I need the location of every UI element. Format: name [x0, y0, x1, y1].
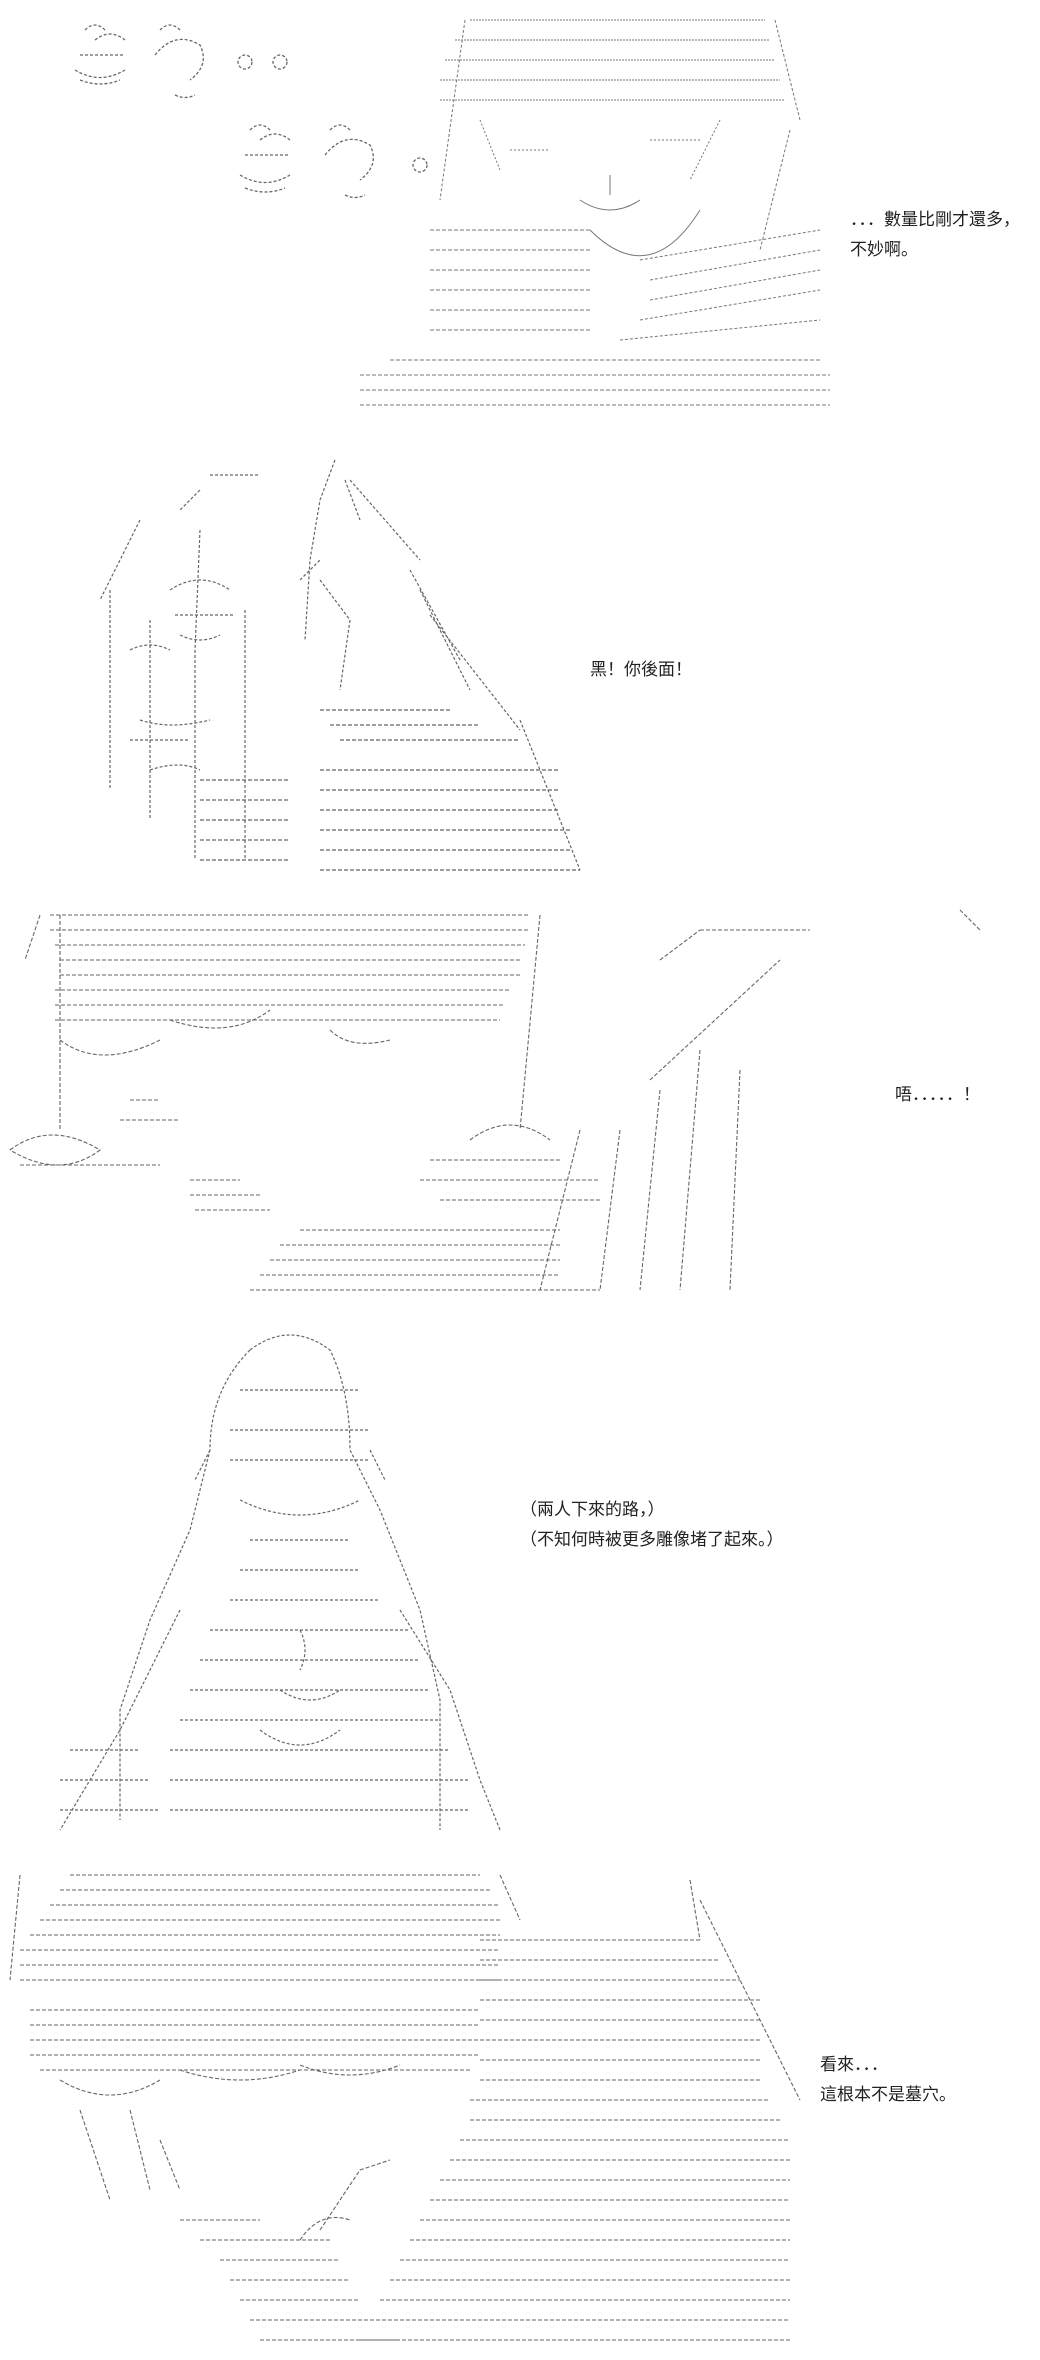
ascii-art-panel-3 — [9, 909, 981, 1291]
caption-line: ．．．數量比剛才還多， — [850, 210, 1020, 230]
caption-line: （兩人下來的路，） — [520, 1500, 665, 1520]
panel-4: （兩人下來的路，） （不知何時被更多雕像堵了起來。） — [0, 1310, 1040, 1860]
caption-panel-5: 看來．．． 這根本不是墓穴。 — [820, 2050, 956, 2110]
ascii-art-panel-2 — [99, 459, 581, 871]
caption-panel-3: 唔．．．．．！ — [895, 1080, 980, 1110]
caption-line: 黑！你後面！ — [590, 660, 692, 680]
panel-3: 唔．．．．．！ — [0, 900, 1040, 1310]
caption-panel-4: （兩人下來的路，） （不知何時被更多雕像堵了起來。） — [520, 1495, 784, 1555]
caption-panel-2: 黑！你後面！ — [590, 655, 692, 685]
caption-line: 不妙啊。 — [850, 240, 918, 260]
ascii-art-panel-5 — [9, 1874, 801, 2341]
caption-line: 唔．．．．．！ — [895, 1085, 980, 1105]
ascii-art-panel-4 — [59, 1334, 501, 1831]
caption-line: 這根本不是墓穴。 — [820, 2085, 956, 2105]
ascii-art-panel-1 — [74, 19, 830, 406]
caption-line: 看來．．． — [820, 2055, 888, 2075]
panel-5: 看來．．． 這根本不是墓穴。 — [0, 1860, 1040, 2360]
caption-panel-1: ．．．數量比剛才還多， 不妙啊。 — [850, 205, 1020, 265]
panel-1: ．．．數量比剛才還多， 不妙啊。 — [0, 0, 1040, 430]
panel-2: 黑！你後面！ — [0, 440, 1040, 900]
caption-line: （不知何時被更多雕像堵了起來。） — [520, 1530, 784, 1550]
